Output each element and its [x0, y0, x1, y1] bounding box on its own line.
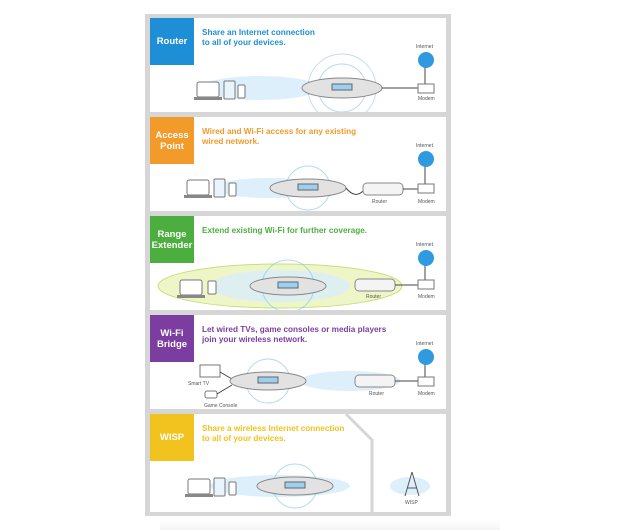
globe-icon [418, 151, 434, 167]
wifi-bridge-mode-scene: Internet Smart TV Game Console Router Mo… [188, 341, 435, 409]
wisp-mode-tag: WISP [150, 414, 194, 461]
router-label: Router [366, 294, 381, 300]
ethernet-cable [216, 384, 233, 395]
wifi-bridge-mode-tag: Wi-Fi Bridge [150, 315, 194, 362]
device-ports [297, 183, 319, 191]
panel-divider [344, 414, 374, 512]
router-icon [354, 278, 396, 292]
tablet-icon [223, 80, 236, 100]
modem-icon [417, 183, 435, 194]
laptop-base [194, 97, 222, 100]
internet-label: Internet [416, 242, 434, 248]
device-ports [257, 376, 279, 384]
laptop-icon [179, 279, 203, 296]
wifi-bridge-mode-description: Let wired TVs, game consoles or media pl… [202, 325, 387, 344]
globe-icon [418, 250, 434, 266]
modem-icon [417, 83, 435, 94]
footer-text-remnant [160, 519, 500, 530]
access-point-mode-description: Wired and Wi-Fi access for any existing … [202, 127, 357, 146]
router-ports [331, 83, 353, 91]
wisp-mode-scene: WISP [185, 414, 430, 512]
range-extender-mode-tag: Range Extender [150, 216, 194, 263]
tablet-icon [213, 477, 226, 497]
phone-icon [228, 481, 237, 496]
game-console-label: Game Console [204, 403, 238, 409]
ethernet-cable [219, 371, 233, 380]
phone-icon [228, 182, 237, 197]
phone-icon [207, 280, 217, 295]
router-icon [354, 374, 396, 388]
modem-label: Modem [418, 294, 435, 300]
wifi-bridge-mode-panel: Wi-Fi Bridge Let wired TVs, game console… [150, 315, 446, 409]
wifi-beam [390, 477, 430, 495]
modem-icon [417, 279, 435, 290]
laptop-icon [186, 179, 210, 196]
access-point-mode-tag: Access Point [150, 117, 194, 164]
access-point-mode-panel: Access Point Wired and Wi-Fi access for … [150, 117, 446, 211]
range-extender-mode-description: Extend existing Wi-Fi for further covera… [202, 226, 368, 235]
router-label: Router [372, 199, 387, 205]
internet-label: Internet [416, 143, 434, 149]
modem-label: Modem [418, 391, 435, 397]
modem-icon [417, 376, 435, 387]
wisp-label: WISP [405, 500, 418, 506]
smart-tv-label: Smart TV [188, 381, 210, 387]
smart-tv-icon [199, 364, 221, 378]
phone-icon [237, 84, 246, 99]
ethernet-cable [345, 187, 364, 195]
game-console-icon [204, 390, 218, 399]
laptop-base [185, 494, 213, 497]
laptop-base [177, 295, 205, 298]
internet-label: Internet [416, 341, 434, 347]
device-ports [277, 281, 299, 289]
laptop-icon [196, 81, 220, 98]
wisp-mode-panel: WISP Share a wireless Internet connectio… [150, 414, 446, 512]
router-mode-panel: Router Share an Internet connection to a… [150, 18, 446, 112]
globe-icon [418, 52, 434, 68]
router-mode-tag: Router [150, 18, 194, 65]
router-icon [362, 182, 404, 196]
router-mode-description: Share an Internet connection to all of y… [202, 28, 315, 47]
access-point-mode-scene: Internet Router Modem [184, 143, 435, 211]
router-mode-scene: Internet Modem [194, 44, 435, 112]
device-ports [284, 481, 306, 489]
wisp-tower-icon [404, 471, 420, 497]
range-extender-mode-scene: Internet Router Modem [157, 242, 435, 310]
tablet-icon [213, 178, 226, 198]
laptop-icon [187, 478, 211, 495]
modem-label: Modem [418, 96, 435, 102]
modem-label: Modem [418, 199, 435, 205]
range-extender-mode-panel: Range Extender Extend existing Wi-Fi for… [150, 216, 446, 310]
globe-icon [418, 349, 434, 365]
laptop-base [184, 195, 212, 198]
wisp-mode-description: Share a wireless Internet connection to … [202, 424, 345, 443]
router-label: Router [369, 391, 384, 397]
internet-label: Internet [416, 44, 434, 50]
